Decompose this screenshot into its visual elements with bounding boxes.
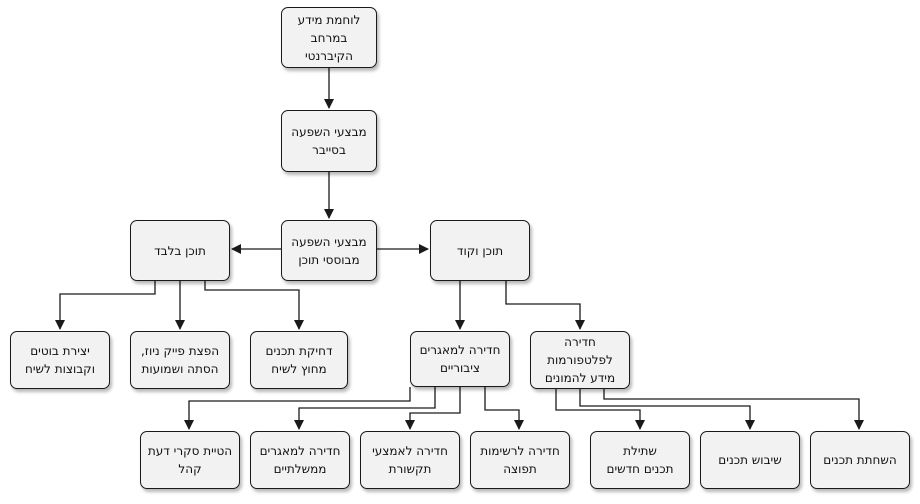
node-corrupt: השחתת תכנים: [810, 431, 910, 489]
edge-public-db-to-polls: [184, 387, 411, 430]
edge-content-only-to-bots: [55, 281, 156, 330]
node-disrupt: שיבוש תכנים: [700, 431, 800, 489]
node-fake-news: הפצת פייק ניוז,הסתה ושמועות: [130, 331, 230, 389]
edge-public-db-to-mailing: [484, 387, 524, 430]
edge-platforms-to-disrupt: [579, 389, 755, 430]
edge-platforms-to-corrupt: [603, 389, 864, 430]
edge-content-and-code-to-platforms: [505, 281, 585, 330]
edge-public-db-to-gov-db: [294, 387, 436, 430]
node-content-only: תוכן בלבד: [130, 220, 230, 281]
edge-public-db-to-media: [405, 387, 461, 430]
node-content-and-code: תוכן וקוד: [430, 220, 530, 281]
edge-platforms-to-plant: [555, 389, 645, 430]
edge-content-only-to-push-content: [204, 281, 304, 330]
